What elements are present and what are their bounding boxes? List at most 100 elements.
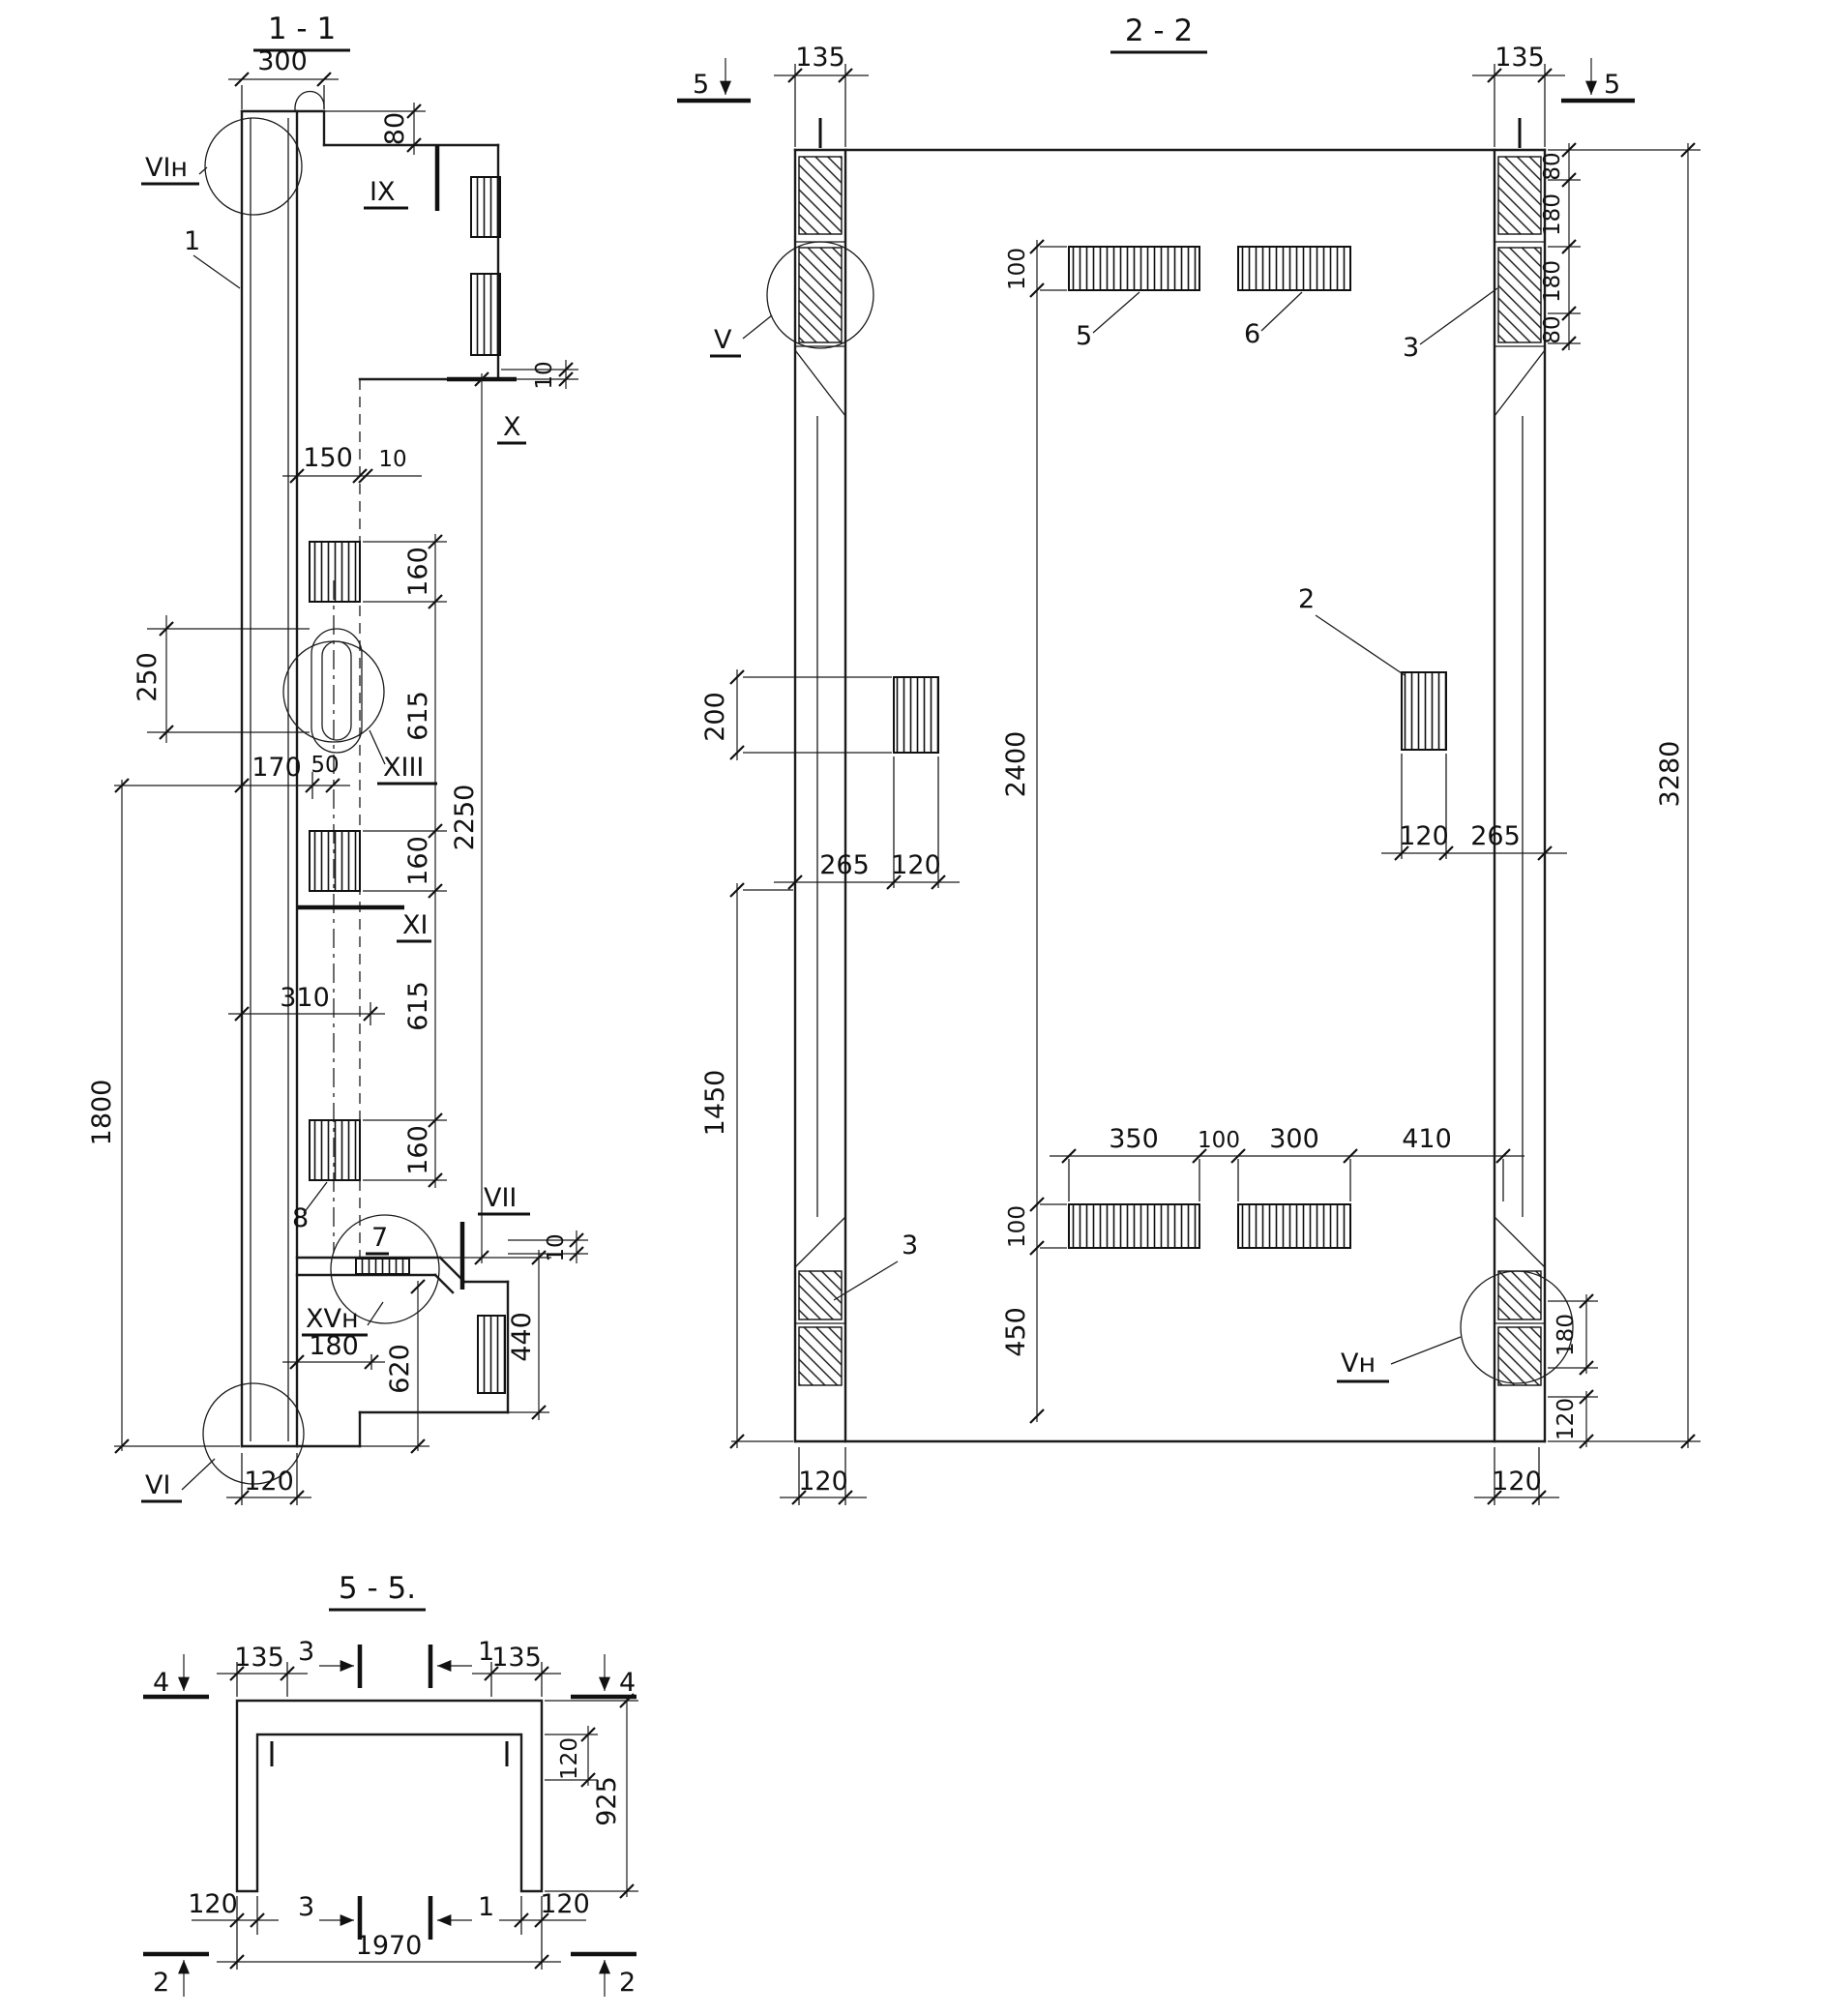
label-v: V — [714, 325, 732, 355]
rib-cut-hatch — [798, 247, 843, 343]
dim-450: 450 — [1001, 1307, 1031, 1357]
detail-circle-vi-n — [204, 117, 303, 216]
detail-circle-v — [766, 241, 874, 349]
dim-10c: 10 — [544, 1233, 569, 1261]
dim-250: 250 — [133, 652, 163, 702]
cut-marker-2-left: 2 — [153, 1968, 169, 1998]
label-vii: VII — [484, 1183, 517, 1213]
outline-2-2 — [793, 118, 1547, 1443]
view-section-1-1: 1 - 1 — [87, 12, 588, 1506]
cut-marker-5-right: 5 — [1604, 70, 1620, 100]
dim-3280: 3280 — [1655, 741, 1685, 808]
dim-135-right: 135 — [1495, 43, 1545, 73]
label-vi-n: VIн — [145, 153, 188, 183]
embed-plate-5 — [1068, 246, 1200, 291]
dim-10a: 10 — [532, 361, 557, 389]
embed-plate-2 — [1401, 671, 1447, 751]
dim-100-bottom: 100 — [1005, 1205, 1030, 1248]
view-title-1-1: 1 - 1 — [268, 12, 336, 46]
part-label-3-bottom: 3 — [902, 1230, 918, 1260]
lifting-slot-outer — [311, 628, 363, 754]
dim-300: 300 — [1269, 1124, 1319, 1154]
dim-120-bottom-right: 120 — [1492, 1467, 1542, 1497]
dim-80: 80 — [380, 112, 410, 145]
dim-180-bottom-right: 180 — [1554, 1314, 1579, 1356]
detail-circles-1-1 — [202, 117, 440, 1485]
keyway-plate — [470, 273, 501, 356]
dim-265-right: 265 — [1470, 821, 1521, 851]
dim-1800: 1800 — [87, 1080, 117, 1146]
rib-cut-hatch — [1497, 1326, 1542, 1386]
embed-plates-2-2 — [893, 246, 1447, 1249]
embed-plate-bottom-right — [1237, 1203, 1351, 1249]
embed-plate-bottom-left — [1068, 1203, 1200, 1249]
outline-5-5 — [235, 1699, 544, 1893]
embed-plate — [309, 830, 361, 892]
view-section-5-5: 5 - 5. 4 4 3 1 3 1 2 2 — [143, 1571, 638, 1998]
label-xv-n: XVн — [306, 1304, 359, 1334]
cut-marker-4-right: 4 — [619, 1668, 636, 1698]
part-label-7: 7 — [371, 1223, 388, 1253]
keyway-plate — [477, 1315, 506, 1394]
view-title-5-5: 5 - 5. — [339, 1571, 416, 1606]
dim-120-bottom-right-v: 120 — [1554, 1398, 1579, 1440]
labels-1-1: VIн 1 IX X XIII XI VII 8 7 XVн VI — [141, 153, 530, 1503]
dim-120-bottom-left: 120 — [798, 1467, 848, 1497]
rib-sections-2-2 — [798, 156, 1542, 1386]
dim-160b: 160 — [403, 836, 433, 886]
labels-2-2: 5 6 3 V 2 3 Vн — [710, 287, 1498, 1383]
dim-200: 200 — [700, 692, 730, 742]
rib-cut-hatch — [1497, 1270, 1542, 1320]
part-label-5: 5 — [1076, 321, 1092, 351]
rib-cut-hatch — [1497, 247, 1542, 343]
dim-180a: 180 — [1540, 193, 1565, 236]
dim-135-right: 135 — [491, 1643, 542, 1673]
dim-2400: 2400 — [1001, 731, 1031, 798]
dim-50: 50 — [311, 753, 339, 778]
dim-350: 350 — [1109, 1124, 1159, 1154]
dim-2250: 2250 — [450, 785, 480, 851]
dim-135-left: 135 — [795, 43, 845, 73]
dim-300: 300 — [257, 46, 308, 76]
dim-10b: 10 — [378, 447, 406, 472]
view-title-2-2: 2 - 2 — [1125, 14, 1193, 48]
dim-180b: 180 — [1540, 260, 1565, 303]
part-label-1: 1 — [184, 226, 200, 256]
dim-100-chain: 100 — [1198, 1128, 1240, 1153]
lifting-slot-inner — [321, 640, 352, 741]
rib-cut-hatch — [798, 1270, 843, 1320]
dim-135-left: 135 — [234, 1643, 284, 1673]
dim-120-left-mid: 120 — [891, 850, 941, 880]
rib-cut-hatch — [798, 1326, 843, 1386]
label-vn: Vн — [1341, 1349, 1376, 1379]
dim-440: 440 — [507, 1312, 537, 1362]
dimensions-1-1: 300 80 10 150 10 160 615 160 615 160 225… — [87, 46, 588, 1506]
part-label-3-top: 3 — [1403, 333, 1419, 363]
cut-marker-3-top: 3 — [298, 1637, 314, 1667]
dim-265-left: 265 — [819, 850, 870, 880]
cut-marker-2-right: 2 — [619, 1968, 636, 1998]
dim-120-bottom-right: 120 — [540, 1889, 590, 1919]
cut-markers-2-2: 5 5 — [677, 58, 1635, 104]
detail-circles-2-2 — [766, 241, 1574, 1384]
embed-plate — [309, 541, 361, 603]
lifting-loop — [294, 90, 325, 112]
embed-plate — [309, 1119, 361, 1181]
detail-circle-vn — [1460, 1270, 1574, 1384]
cut-markers-5-5: 4 4 3 1 3 1 2 2 — [143, 1637, 636, 1998]
rib-cut-hatch — [798, 156, 843, 235]
dim-120-right-mid: 120 — [1399, 821, 1449, 851]
embed-plate-mid-left — [893, 676, 939, 754]
cut-marker-5-left: 5 — [693, 70, 709, 100]
cut-marker-3-bottom: 3 — [298, 1892, 314, 1922]
dim-410: 410 — [1402, 1124, 1452, 1154]
dim-925: 925 — [592, 1776, 622, 1826]
dim-615b: 615 — [403, 981, 433, 1031]
dim-170: 170 — [252, 753, 302, 783]
dimensions-5-5: 135 135 120 925 120 120 1970 — [188, 1643, 638, 1971]
dim-120-bottom-left: 120 — [188, 1889, 238, 1919]
dim-80a: 80 — [1540, 152, 1565, 180]
dim-150: 150 — [303, 443, 353, 473]
embed-plates-1-1 — [309, 176, 506, 1394]
